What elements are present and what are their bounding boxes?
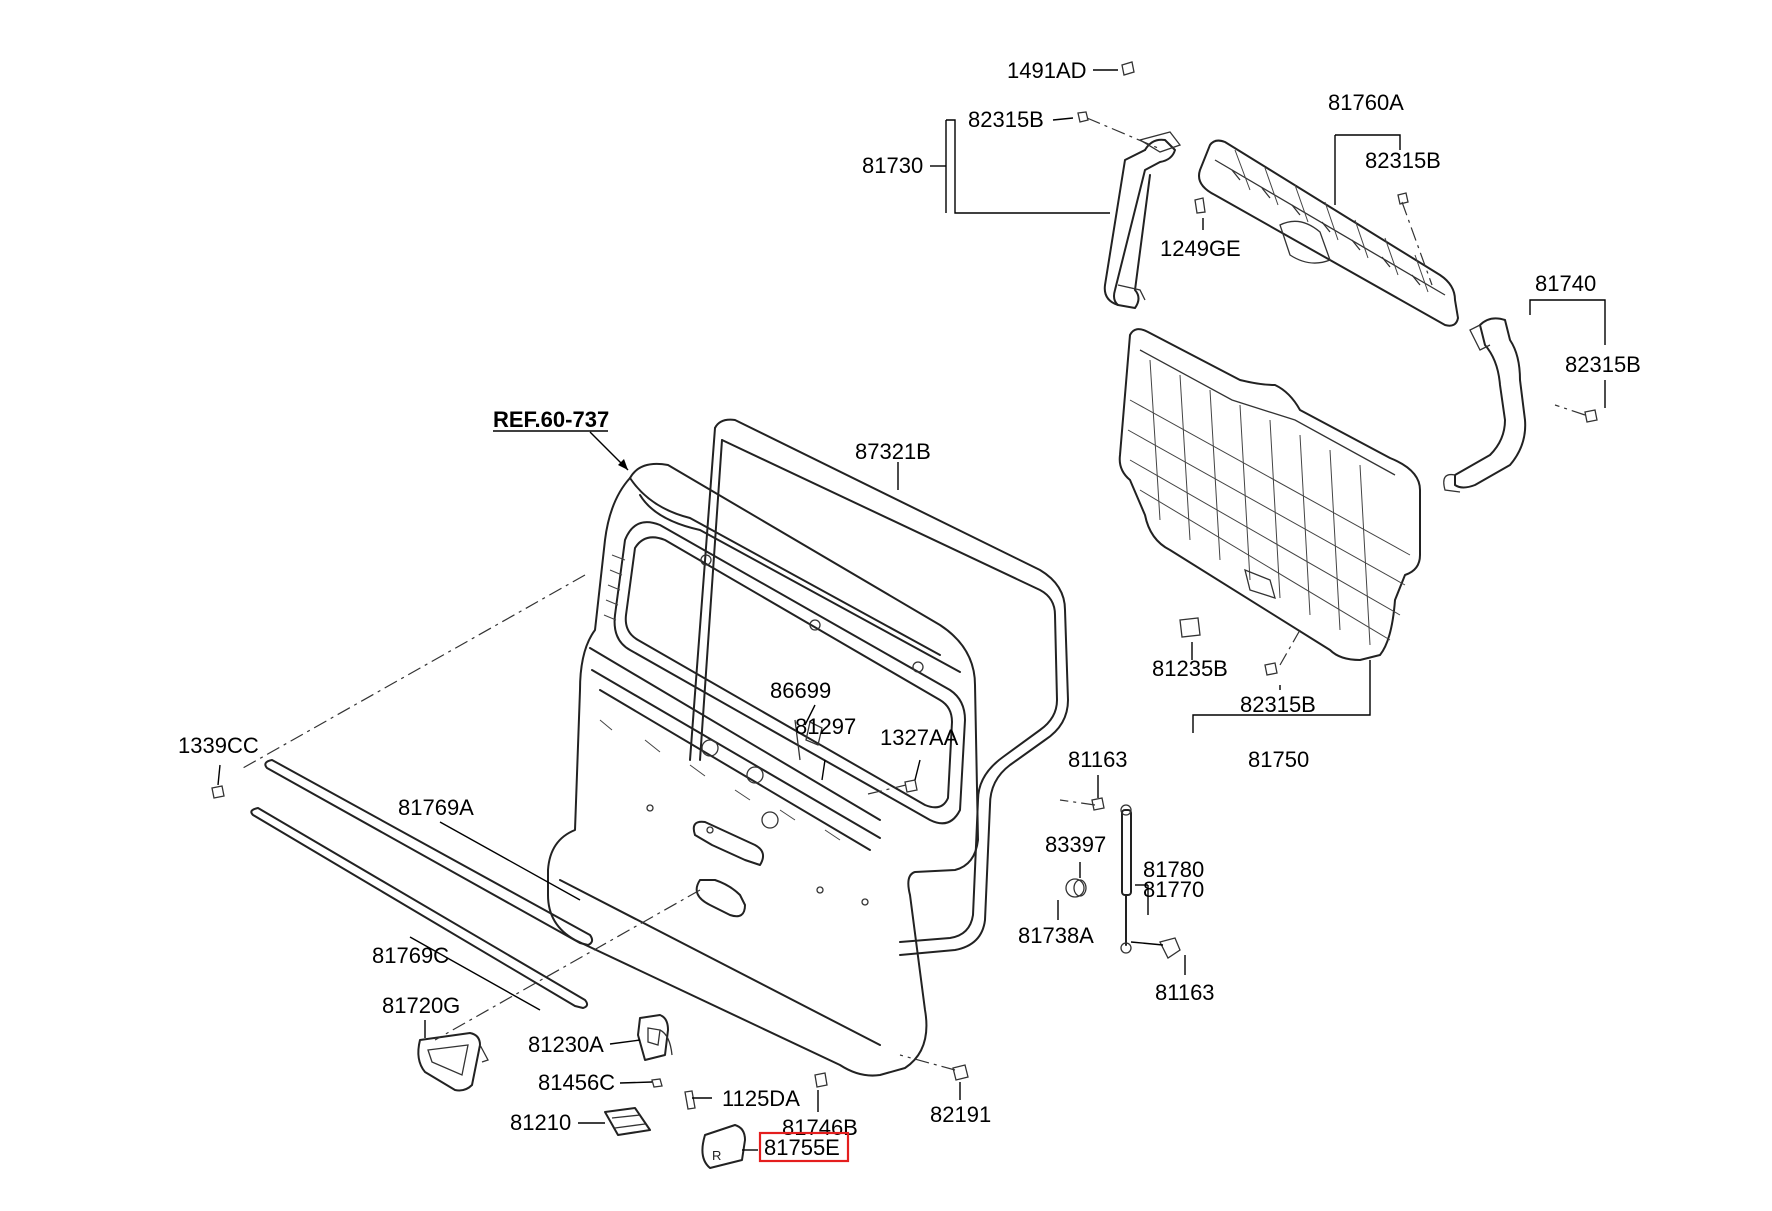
label-82315b-bottom: 82315B [1240, 692, 1316, 717]
label-81210: 81210 [510, 1110, 571, 1135]
label-81780: 81780 [1143, 857, 1204, 882]
label-82315b-right: 82315B [1565, 352, 1641, 377]
fasteners-drawing [211, 61, 1598, 1110]
label-1125da: 1125DA [722, 1086, 800, 1111]
svg-text:R: R [712, 1148, 721, 1163]
label-1249ge: 1249GE [1160, 236, 1241, 261]
highlight-box-81755e [758, 1131, 850, 1163]
trim-81740-drawing [1443, 317, 1527, 493]
tailgate-panel-drawing [547, 462, 979, 1077]
label-81235b: 81235B [1152, 656, 1228, 681]
label-81769c: 81769C [372, 943, 449, 968]
label-81746b: 81746B [782, 1115, 858, 1140]
label-81163-lower: 81163 [1155, 980, 1215, 1005]
label-82191: 82191 [930, 1102, 991, 1127]
handle-81720g-drawing [417, 1032, 489, 1092]
bracket-81210-drawing [604, 1107, 651, 1136]
label-81740: 81740 [1535, 271, 1596, 296]
label-81738a: 81738A [1018, 923, 1094, 948]
label-82315b-top-right: 82315B [1365, 148, 1441, 173]
label-81297: 81297 [795, 714, 856, 739]
strips-drawing [250, 759, 594, 1009]
trim-81760a-drawing [1198, 139, 1459, 327]
trim-81750-drawing [1118, 328, 1421, 661]
label-1491ad: 1491AD [1007, 58, 1087, 83]
label-81770: 81770 [1143, 877, 1204, 902]
label-81230a: 81230A [528, 1032, 604, 1057]
trim-81730-drawing [1103, 131, 1182, 309]
label-1339cc: 1339CC [178, 733, 259, 758]
latch-81230a-drawing [637, 1014, 673, 1061]
label-81769a: 81769A [398, 795, 474, 820]
cover-81755e-drawing: R [701, 1124, 746, 1169]
label-81760a: 81760A [1328, 90, 1404, 115]
label-81163-upper: 81163 [1068, 747, 1128, 772]
label-82315b-top-left: 82315B [968, 107, 1044, 132]
label-87321b: 87321B [855, 439, 931, 464]
assembly-lines [242, 117, 1586, 1071]
label-1327aa: 1327AA [880, 725, 959, 750]
label-81456c: 81456C [538, 1070, 615, 1095]
label-83397: 83397 [1045, 832, 1106, 857]
gas-strut-drawing [1120, 804, 1181, 959]
label-81750: 81750 [1248, 747, 1309, 772]
label-81755e: 81755E [764, 1135, 840, 1160]
reference-label: REF.60-737 [493, 407, 609, 432]
label-86699: 86699 [770, 678, 831, 703]
weatherstrip-87321b-drawing [689, 418, 1069, 956]
leader-lines [217, 69, 1606, 1151]
label-81720g: 81720G [382, 993, 460, 1018]
label-81730: 81730 [862, 153, 923, 178]
